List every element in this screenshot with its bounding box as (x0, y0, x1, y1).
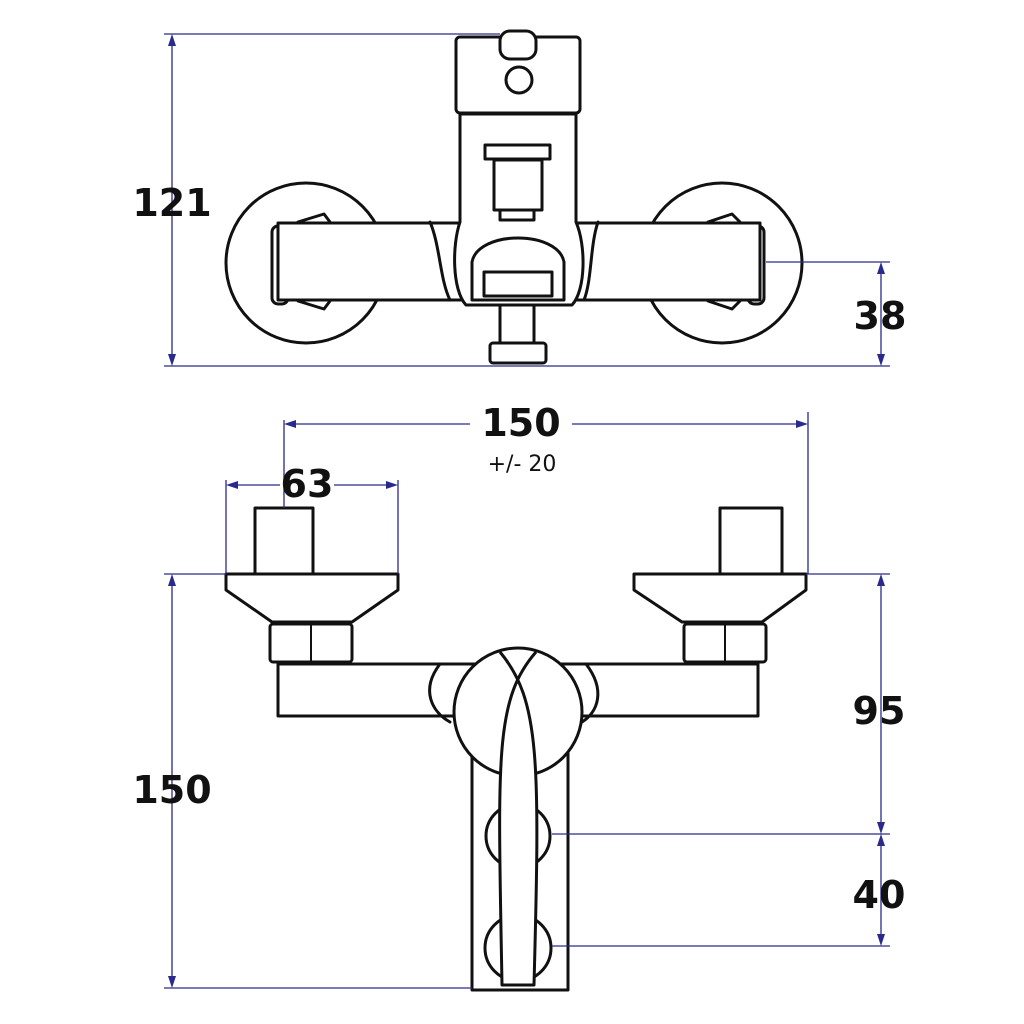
dim-150-horizontal-label: 150 (481, 401, 560, 445)
top-outlet-stem (498, 303, 536, 347)
top-view (224, 29, 804, 365)
top-right-shoulder (582, 220, 600, 302)
front-body-shoulder-right (580, 662, 600, 724)
top-left-hex-b (296, 299, 332, 311)
top-spout-outlet (482, 270, 554, 298)
dim-150-vertical-label: 150 (132, 768, 211, 812)
dim-121-label: 121 (132, 181, 211, 225)
front-right-flange (632, 572, 808, 624)
top-diverter-slot (483, 143, 552, 161)
front-left-flange (224, 572, 400, 624)
dim-95-label: 95 (853, 689, 906, 733)
top-diverter-neck (498, 208, 536, 222)
front-right-inlet (718, 506, 784, 576)
front-lever (498, 651, 539, 987)
dimensions (164, 33, 890, 989)
top-left-shoulder (428, 220, 452, 302)
top-right-hex-b (706, 299, 742, 311)
dim-40-label: 40 (853, 873, 906, 917)
front-left-inlet (253, 506, 315, 576)
top-diverter-body (492, 158, 544, 212)
dimension-labels: 121 38 150 +/- 20 63 150 95 40 (132, 181, 906, 917)
dim-63-label: 63 (281, 462, 334, 506)
top-outlet-nut (488, 341, 548, 365)
top-left-hex (296, 212, 332, 224)
front-view (224, 506, 808, 992)
front-body-shoulder-left (428, 662, 452, 724)
top-lever-hole (504, 65, 534, 95)
dim-150-tolerance-label: +/- 20 (488, 452, 557, 477)
top-right-hex (706, 212, 742, 224)
dim-38-label: 38 (854, 294, 907, 338)
top-lever-stub (498, 29, 538, 61)
